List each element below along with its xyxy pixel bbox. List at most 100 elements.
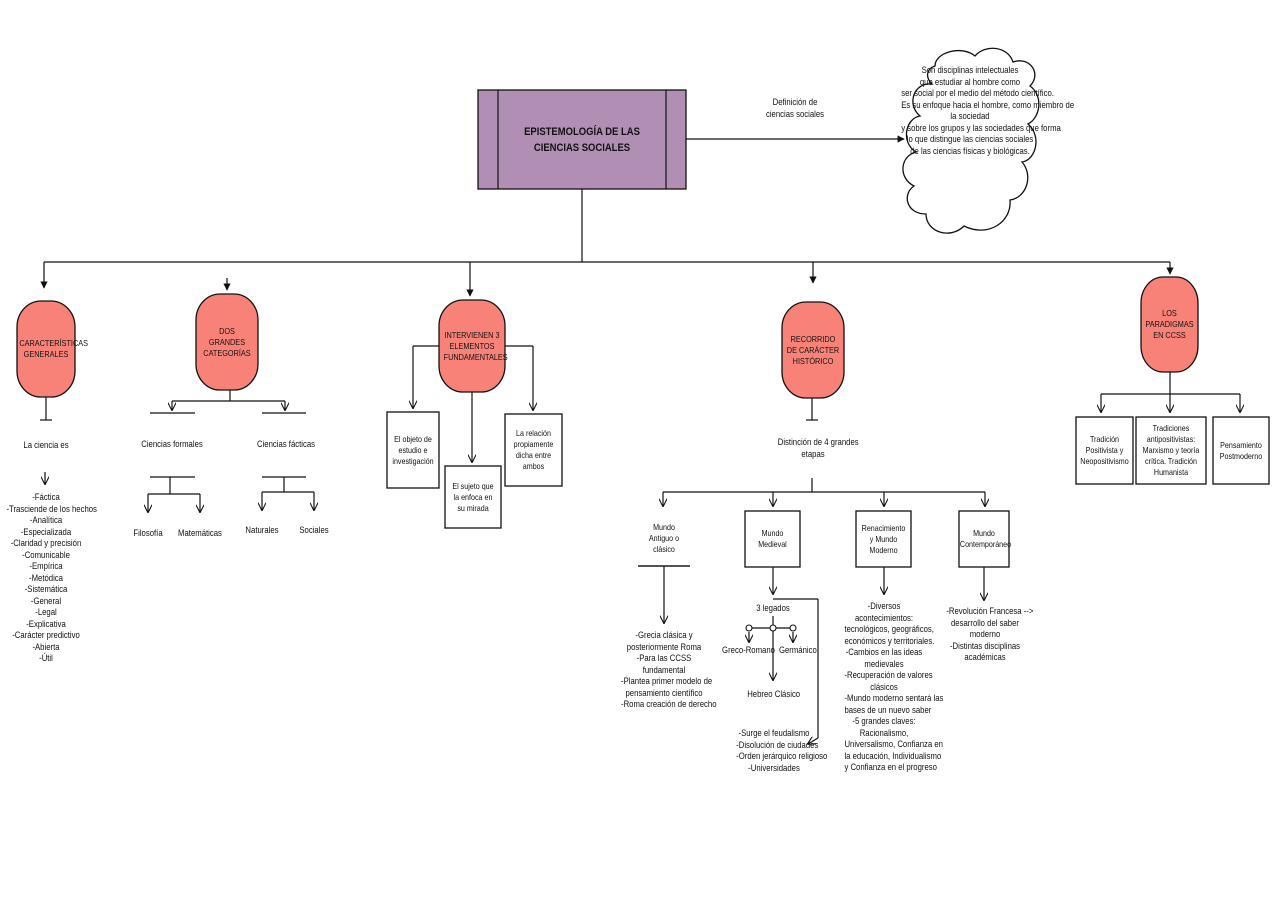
caracteristicas-list: -Fáctica -Trasciende de los hechos -Anal… xyxy=(6,492,97,665)
list-item: -Cambios en las ideas xyxy=(845,647,923,657)
node-caracteristicas-label: CARACTERÍSTICAS GENERALES xyxy=(19,338,88,359)
list-item: pensamiento científico xyxy=(625,687,703,698)
branch-nodes xyxy=(16,276,1199,399)
box-objeto-label: El objeto de estudio e investigación xyxy=(392,433,434,466)
node-elementos: INTERVIENEN 3 ELEMENTOS FUNDAMENTALES xyxy=(439,300,508,392)
node-paradigmas-shape xyxy=(1140,276,1199,373)
list-item: económicos y territoriales. xyxy=(844,635,935,646)
list-item: fundamental xyxy=(642,664,686,675)
list-item: -Analítica xyxy=(29,515,63,525)
stage-renacimiento: Renacimiento y Mundo Moderno xyxy=(856,511,911,567)
list-item: -Recuperación de valores xyxy=(844,670,933,680)
box-positivista: Tradición Positivista y Neopositivismo xyxy=(1076,417,1133,484)
distincion-line: etapas xyxy=(801,448,825,459)
list-item: -Explicativa xyxy=(26,618,66,629)
list-item: -Revolución Francesa --> xyxy=(946,606,1034,616)
filosofia: Filosofía xyxy=(133,528,163,538)
stage-medieval: Mundo Medieval xyxy=(745,511,800,567)
node-categorias-label: DOS GRANDES CATEGORÍAS xyxy=(203,325,251,358)
box-relacion: La relación propiamente dicha entre ambo… xyxy=(505,414,562,486)
cloud-line: que estudiar al hombre como xyxy=(919,76,1021,87)
cloud-definition-shape xyxy=(902,47,1040,234)
ciencias-formales: Ciencias formales xyxy=(141,439,203,449)
contemporaneo-list: -Revolución Francesa --> desarrollo del … xyxy=(946,606,1034,664)
list-item: -Plantea primer modelo de xyxy=(621,676,713,686)
medieval-germanico: Germánico xyxy=(778,645,817,655)
antiguo-list: -Grecia clásica y posteriormente Roma -P… xyxy=(621,630,717,711)
cloud-line: de las ciencias físicas y biológicas. xyxy=(910,145,1030,156)
list-item: moderno xyxy=(969,629,1001,639)
box-objeto: El objeto de estudio e investigación xyxy=(387,412,439,488)
node-elementos-label: INTERVIENEN 3 ELEMENTOS FUNDAMENTALES xyxy=(443,329,508,362)
list-item: y Confianza en el progreso xyxy=(844,762,937,772)
cloud-line: Es su enfoque hacia el hombre, como miem… xyxy=(901,99,1075,110)
stage-boxes xyxy=(638,510,1010,568)
title-label: EPISTEMOLOGÍA DE LAS CIENCIAS SOCIALES xyxy=(524,125,640,154)
list-item: -Empírica xyxy=(29,561,63,571)
node-caracteristicas-shape xyxy=(16,300,76,398)
node-paradigmas-label: LOS PARADIGMAS EN CCSS xyxy=(1145,308,1194,340)
list-item: -Grecia clásica y xyxy=(635,630,693,640)
list-item: -Sistemática xyxy=(24,584,68,594)
list-item: -Para las CCSS xyxy=(636,653,692,663)
stage-antiguo: Mundo Antiguo o clásico xyxy=(638,511,690,566)
stage-antiguo-label: Mundo Antiguo o clásico xyxy=(648,522,680,554)
stage-contemporaneo: Mundo Contemporáneo xyxy=(959,511,1012,567)
naturales: Naturales xyxy=(245,525,279,535)
node-paradigmas: LOS PARADIGMAS EN CCSS xyxy=(1141,277,1198,372)
list-item: -Orden jerárquico religioso xyxy=(736,751,828,761)
box-positivista-label: Tradición Positivista y Neopositivismo xyxy=(1080,434,1129,466)
list-item: -Legal xyxy=(35,607,57,617)
node-recorrido: RECORRIDO DE CARÁCTER HISTÓRICO xyxy=(782,302,844,398)
medieval-fork-circles xyxy=(745,624,797,632)
title-node xyxy=(477,89,687,190)
node-categorias: DOS GRANDES CATEGORÍAS xyxy=(196,294,258,390)
list-item: desarrollo del saber xyxy=(951,617,1019,628)
matematicas: Matemáticas xyxy=(178,528,222,538)
list-item: bases de un nuevo saber xyxy=(844,704,932,715)
node-recorrido-shape xyxy=(781,301,845,399)
definition-label-line: Definición de xyxy=(772,97,818,107)
medieval-list: -Surge el feudalismo -Disolución de ciud… xyxy=(736,728,828,774)
detail-boxes xyxy=(386,411,1270,529)
box-relacion-label: La relación propiamente dicha entre ambo… xyxy=(513,428,554,471)
stage-contemporaneo-label: Mundo Contemporáneo xyxy=(959,528,1012,549)
list-item: Racionalismo, xyxy=(859,727,909,738)
cloud-line: ser social por el medio del método cient… xyxy=(901,88,1054,98)
list-item: posteriormente Roma xyxy=(626,641,702,652)
cloud-line: Son disciplinas intelectuales xyxy=(921,65,1019,75)
list-item: -Roma creación de derecho xyxy=(621,699,717,709)
box-antipositivistas: Tradiciones antipositivistas: Marxismo y… xyxy=(1136,417,1206,484)
definition-label: Definición de ciencias sociales xyxy=(761,97,830,120)
list-item: -Abierta xyxy=(32,641,60,652)
box-sujeto: El sujeto que la enfoca en su mirada xyxy=(445,466,501,528)
sociales: Sociales xyxy=(299,525,329,535)
list-item: -Útil xyxy=(39,653,53,663)
distincion-label: Distinción de 4 grandes etapas xyxy=(777,437,859,460)
list-item: -Trasciende de los hechos xyxy=(6,503,97,514)
list-item: -Diversos xyxy=(867,601,901,611)
node-elementos-shape xyxy=(438,299,506,393)
list-item: clásicos xyxy=(870,681,898,692)
box-posmoderno: Pensamiento Postmoderno xyxy=(1213,417,1269,484)
box-sujeto-label: El sujeto que la enfoca en su mirada xyxy=(452,480,494,513)
list-item: acontecimientos: xyxy=(854,612,914,623)
list-item: -Metódica xyxy=(29,572,63,583)
list-item: -5 grandes claves: xyxy=(852,716,916,726)
list-item: -Especializada xyxy=(20,526,72,537)
medieval-hebreo: Hebreo Clásico xyxy=(747,689,801,699)
box-posmoderno-label: Pensamiento Postmoderno xyxy=(1219,439,1263,461)
distincion-line: Distinción de 4 grandes xyxy=(777,437,859,447)
list-item: -Carácter predictivo xyxy=(12,630,80,640)
renacimiento-list: -Diversos acontecimientos: tecnológicos,… xyxy=(844,601,943,774)
stage-medieval-label: Mundo Medieval xyxy=(758,528,787,549)
page-title: EPISTEMOLOGÍA DE LAS CIENCIAS SOCIALES xyxy=(510,90,654,189)
list-item: la educación, Individualismo xyxy=(844,750,942,761)
stage-renacimiento-label: Renacimiento y Mundo Moderno xyxy=(861,522,906,555)
ciencias-facticas: Ciencias fácticas xyxy=(256,439,316,449)
node-categorias-shape xyxy=(195,293,259,391)
list-item: -Universidades xyxy=(748,762,800,773)
list-item: -Comunicable xyxy=(22,549,70,560)
cloud-line: y sobre los grupos y las sociedades que … xyxy=(901,122,1061,133)
